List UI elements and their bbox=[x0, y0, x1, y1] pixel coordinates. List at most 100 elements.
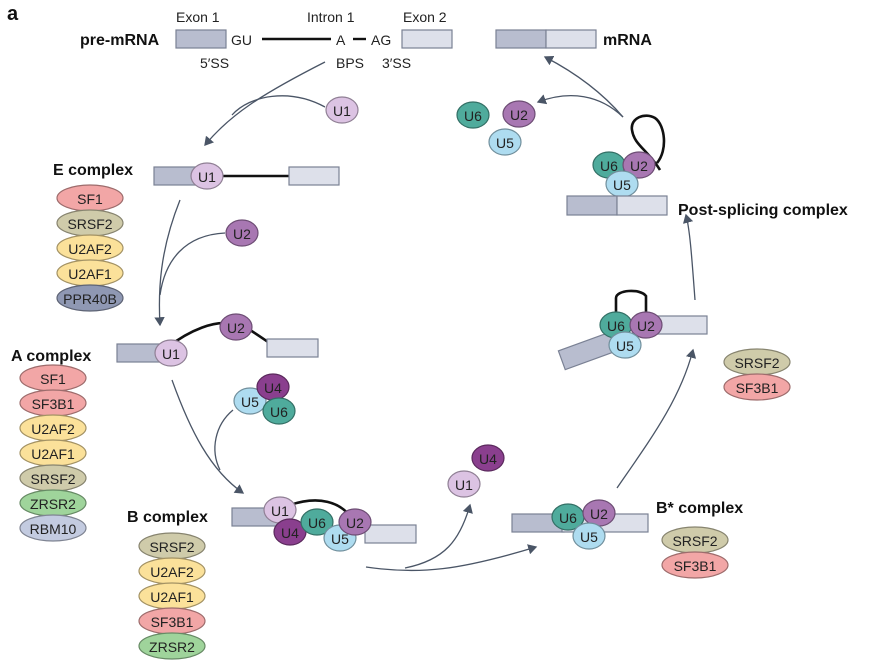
snrnp-u5-shape bbox=[572, 522, 606, 550]
bstar-u5: U5 bbox=[572, 522, 606, 550]
snrnp-u6-label: U6 bbox=[607, 318, 625, 334]
snrnp-u4-label: U4 bbox=[281, 525, 299, 541]
snrnp-u4-label: U4 bbox=[479, 451, 497, 467]
arrow-release-u1u4 bbox=[404, 503, 473, 569]
snrnp-u4-shape bbox=[471, 444, 505, 472]
snrnp-u2-shape bbox=[629, 311, 663, 339]
factor-ppr40b-shape bbox=[56, 284, 124, 312]
factor-rbm10-label: RBM10 bbox=[30, 521, 77, 537]
snrnp-u6-label: U6 bbox=[308, 515, 326, 531]
b-u1: U1 bbox=[263, 496, 297, 524]
mrna-label: mRNA bbox=[603, 32, 652, 49]
a-complex-title: A complex bbox=[11, 348, 91, 365]
c-u2: U2 bbox=[629, 311, 663, 339]
snrnp-u6-shape bbox=[300, 508, 334, 536]
factor-u2af2: U2AF2 bbox=[19, 414, 87, 442]
free-u2: U2 bbox=[225, 219, 259, 247]
mrna-exon1 bbox=[495, 29, 547, 49]
snrnp-u5-label: U5 bbox=[496, 135, 514, 151]
snrnp-u6-shape bbox=[456, 101, 490, 129]
factor-sf1: SF1 bbox=[19, 364, 87, 392]
factor-srsf2: SRSF2 bbox=[661, 526, 729, 554]
factor-zrsr2: ZRSR2 bbox=[138, 632, 206, 660]
snrnp-u2-shape bbox=[622, 151, 656, 179]
snrnp-u2-label: U2 bbox=[590, 506, 608, 522]
post-u5: U5 bbox=[605, 170, 639, 198]
a-complex: A complex U1 U2 SF1SF3B1U2AF2U2AF1SRSF2Z… bbox=[11, 313, 319, 542]
tri-u4: U4 bbox=[256, 373, 290, 401]
snrnp-u1-shape bbox=[190, 162, 224, 190]
bstar-u6: U6 bbox=[551, 503, 585, 531]
b-complex: B complex U1 U4 U6 U5 U2 SRSF2U2AF2U2AF1… bbox=[127, 496, 417, 660]
factor-zrsr2: ZRSR2 bbox=[19, 489, 87, 517]
released-u2: U2 bbox=[502, 100, 536, 128]
released-u1-u4: U4 U1 bbox=[447, 444, 505, 498]
factor-u2af2-label: U2AF2 bbox=[31, 421, 75, 437]
snrnp-u1-label: U1 bbox=[455, 477, 473, 493]
tri-u5: U5 bbox=[233, 387, 267, 415]
snrnp-u2-shape bbox=[225, 219, 259, 247]
arrow-u1-join bbox=[231, 95, 326, 116]
factor-sf3b1: SF3B1 bbox=[723, 373, 791, 401]
arrow-e-to-a bbox=[154, 199, 181, 327]
post-splicing-complex: U6 U2 U5 Post-splicing complex bbox=[566, 114, 848, 219]
factor-ppr40b: PPR40B bbox=[56, 284, 124, 312]
factor-sf3b1-shape bbox=[661, 551, 729, 579]
factor-srsf2-label: SRSF2 bbox=[734, 355, 779, 371]
factor-zrsr2-label: ZRSR2 bbox=[30, 496, 76, 512]
arrow-bstar-to-c bbox=[616, 348, 697, 489]
gu-label: GU bbox=[231, 32, 252, 48]
snrnp-u6-label: U6 bbox=[600, 158, 618, 174]
a-exon2 bbox=[266, 338, 319, 358]
released-u4: U4 bbox=[471, 444, 505, 472]
snrnp-u5-shape bbox=[608, 331, 642, 359]
factor-sf3b1-label: SF3B1 bbox=[151, 614, 194, 630]
factor-sf3b1-label: SF3B1 bbox=[32, 396, 75, 412]
released-u2-u5-u6: U6 U2 U5 bbox=[456, 100, 536, 156]
factor-sf1-label: SF1 bbox=[40, 371, 66, 387]
released-u5: U5 bbox=[488, 128, 522, 156]
bps-label: BPS bbox=[336, 55, 364, 71]
snrnp-u2-label: U2 bbox=[510, 107, 528, 123]
factor-srsf2: SRSF2 bbox=[138, 532, 206, 560]
snrnp-u4-label: U4 bbox=[264, 380, 282, 396]
exon2-box bbox=[401, 29, 453, 49]
factor-srsf2: SRSF2 bbox=[19, 464, 87, 492]
ag-label: AG bbox=[371, 32, 391, 48]
a-u2: U2 bbox=[219, 313, 253, 341]
factor-sf1-label: SF1 bbox=[77, 191, 103, 207]
factor-u2af2-label: U2AF2 bbox=[150, 564, 194, 580]
snrnp-u2-label: U2 bbox=[233, 226, 251, 242]
snrnp-u2-label: U2 bbox=[637, 318, 655, 334]
c-lariat bbox=[614, 289, 648, 316]
snrnp-u5-label: U5 bbox=[331, 531, 349, 547]
snrnp-u1-shape bbox=[325, 96, 359, 124]
released-u1: U1 bbox=[447, 470, 481, 498]
intron1-label: Intron 1 bbox=[307, 9, 355, 25]
arrow-c-to-post bbox=[682, 213, 696, 301]
e-complex-title: E complex bbox=[53, 162, 133, 179]
bstar-complex-title: B* complex bbox=[656, 500, 743, 517]
factor-sf1: SF1 bbox=[56, 184, 124, 212]
snrnp-u5-shape bbox=[233, 387, 267, 415]
snrnp-u6-label: U6 bbox=[559, 510, 577, 526]
factor-sf3b1: SF3B1 bbox=[661, 551, 729, 579]
factor-sf3b1-label: SF3B1 bbox=[736, 380, 779, 396]
bstar-u2: U2 bbox=[582, 499, 616, 527]
released-u6: U6 bbox=[456, 101, 490, 129]
factor-rbm10-shape bbox=[19, 514, 87, 542]
post-u2: U2 bbox=[622, 151, 656, 179]
snrnp-u1-shape bbox=[447, 470, 481, 498]
factor-u2af1-label: U2AF1 bbox=[31, 446, 75, 462]
factor-zrsr2-shape bbox=[138, 632, 206, 660]
exon1-box bbox=[175, 29, 227, 49]
pre-mrna: pre-mRNA Exon 1 Intron 1 Exon 2 GU A AG … bbox=[80, 9, 453, 71]
b-exon2 bbox=[364, 524, 417, 544]
factor-u2af1-label: U2AF1 bbox=[150, 589, 194, 605]
snrnp-u6-shape bbox=[262, 397, 296, 425]
